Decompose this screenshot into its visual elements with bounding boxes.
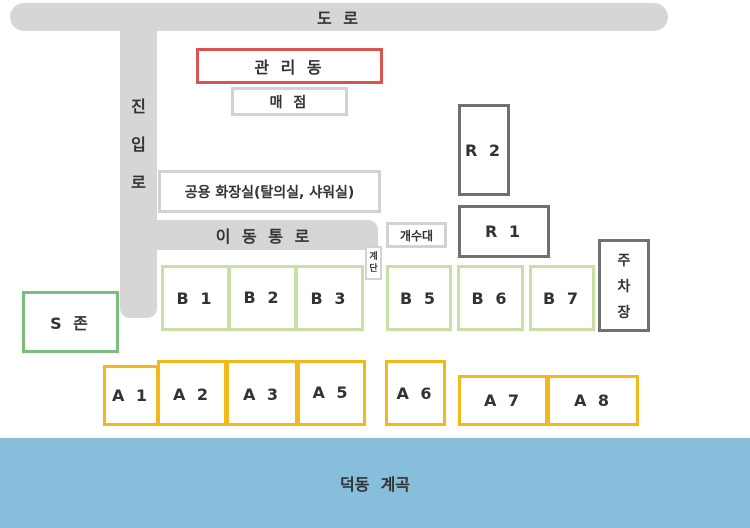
sink[interactable]: 개수대 — [386, 222, 447, 248]
site-label: B 6 — [471, 288, 510, 308]
site-label: R 2 — [464, 140, 504, 160]
s-zone[interactable]: S 존 — [22, 291, 119, 353]
site-b6[interactable]: B 6 — [457, 265, 524, 331]
site-label: A 7 — [483, 391, 523, 410]
site-r1[interactable]: R 1 — [458, 205, 550, 258]
entrance-road: 진 입 로 — [120, 28, 157, 318]
site-label: B 7 — [543, 288, 581, 308]
main-road-label: 도 로 — [316, 9, 361, 28]
valley-water: 덕동 계곡 — [0, 438, 750, 528]
entrance-road-char: 입 — [131, 135, 146, 154]
restroom-label: 공용 화장실(탈의실, 샤워실) — [184, 184, 355, 201]
valley-label: 덕동 계곡 — [339, 475, 411, 494]
site-label: A 6 — [396, 383, 435, 403]
site-b3[interactable]: B 3 — [295, 265, 364, 331]
site-b7[interactable]: B 7 — [529, 265, 595, 331]
site-a8[interactable]: A 8 — [547, 375, 639, 426]
site-b5[interactable]: B 5 — [386, 265, 452, 331]
entrance-road-char: 진 — [131, 97, 146, 116]
entrance-road-char: 로 — [131, 173, 146, 192]
site-label: B 5 — [400, 288, 438, 308]
site-label: A 3 — [242, 385, 282, 404]
site-label: B 2 — [243, 288, 282, 307]
site-label: A 1 — [111, 386, 151, 405]
site-a5[interactable]: A 5 — [297, 360, 366, 426]
store[interactable]: 매 점 — [231, 87, 348, 116]
sink-label: 개수대 — [399, 228, 434, 243]
passage-label: 이 동 통 로 — [215, 227, 313, 246]
site-b2[interactable]: B 2 — [228, 265, 297, 331]
site-a1[interactable]: A 1 — [103, 365, 159, 426]
restroom[interactable]: 공용 화장실(탈의실, 샤워실) — [158, 170, 381, 213]
parking-char: 주 — [617, 252, 631, 269]
stairs-char: 단 — [369, 264, 378, 274]
site-label: A 8 — [573, 391, 613, 410]
site-label: A 5 — [312, 383, 351, 402]
site-a6[interactable]: A 6 — [385, 360, 446, 426]
site-r2[interactable]: R 2 — [458, 104, 510, 196]
passage: 이 동 통 로 — [150, 220, 378, 250]
s-zone-label: S 존 — [50, 314, 91, 333]
site-b1[interactable]: B 1 — [161, 265, 230, 331]
site-label: R 1 — [484, 222, 524, 241]
site-label: A 2 — [172, 385, 212, 404]
parking-char: 장 — [617, 304, 631, 321]
site-a2[interactable]: A 2 — [157, 360, 227, 426]
site-a7[interactable]: A 7 — [458, 375, 548, 426]
site-label: B 3 — [310, 288, 349, 308]
site-label: B 1 — [176, 288, 215, 308]
office-label: 관 리 동 — [254, 58, 325, 77]
office-building[interactable]: 관 리 동 — [196, 48, 383, 84]
store-label: 매 점 — [269, 94, 310, 111]
main-road: 도 로 — [10, 3, 668, 31]
site-a3[interactable]: A 3 — [226, 360, 298, 426]
stairs-char: 계 — [369, 252, 378, 262]
parking-char: 차 — [617, 278, 631, 295]
